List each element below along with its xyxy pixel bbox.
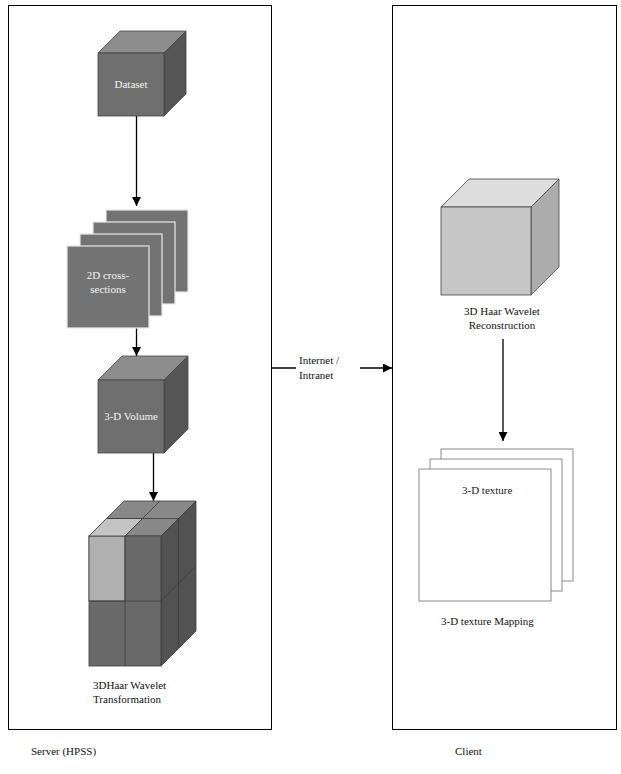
volume-cube: 3-D Volume [98,356,188,453]
text-holder: 3D Haar Wavelet Reconstruction [441,301,563,337]
edge-label: Internet / Intranet [296,352,360,384]
cross-section-stack: 2D cross-sections [67,206,193,328]
node-label: 2D cross-sections [74,269,142,297]
node-label: 3D Haar Wavelet Reconstruction [444,305,560,333]
node-label: 3-D Volume [104,410,158,424]
flow-arrow [136,328,137,356]
text-holder: Dataset [98,53,164,116]
node-label: 3-D texture Mapping [441,615,534,629]
dataset-cube-outline [98,31,188,116]
dataset-cube: Dataset [98,31,188,116]
text-holder: Client [453,743,553,761]
node-label: 3-D texture [462,484,512,498]
texture-mapping-frames-outline [419,441,589,636]
text-holder: 2D cross-sections [71,246,145,320]
flow-arrow [502,339,503,441]
server-panel: Dataset 2D cross-sections 3-D Volume 3DHaar… [8,5,272,730]
flow-arrow [153,453,154,501]
text-holder: Server (HPSS) [29,743,149,761]
text-holder: 3-D Volume [98,380,164,453]
text-holder: 3-D texture Mapping [439,613,589,633]
text-holder: 3DHaar Wavelet Transformation [91,677,237,717]
node-label: Dataset [115,78,148,92]
flow-arrow [136,116,137,206]
panel-caption: Server (HPSS) [31,745,96,759]
cross-section-stack-outline [67,206,193,328]
wavelet-transform-cube: 3DHaar Wavelet Transformation [89,501,239,726]
reconstruction-cube: 3D Haar Wavelet Reconstruction [441,179,563,339]
text-holder: 3-D texture [460,482,526,522]
client-panel: 3D Haar Wavelet Reconstruction 3-D textur… [392,5,617,730]
panel-caption: Client [455,745,482,759]
volume-cube-outline [98,356,188,453]
node-label: 3DHaar Wavelet Transformation [93,679,235,707]
texture-mapping-frames: 3-D texture 3-D texture Mapping [419,441,589,636]
wavelet-transform-cube-outline [89,501,239,726]
